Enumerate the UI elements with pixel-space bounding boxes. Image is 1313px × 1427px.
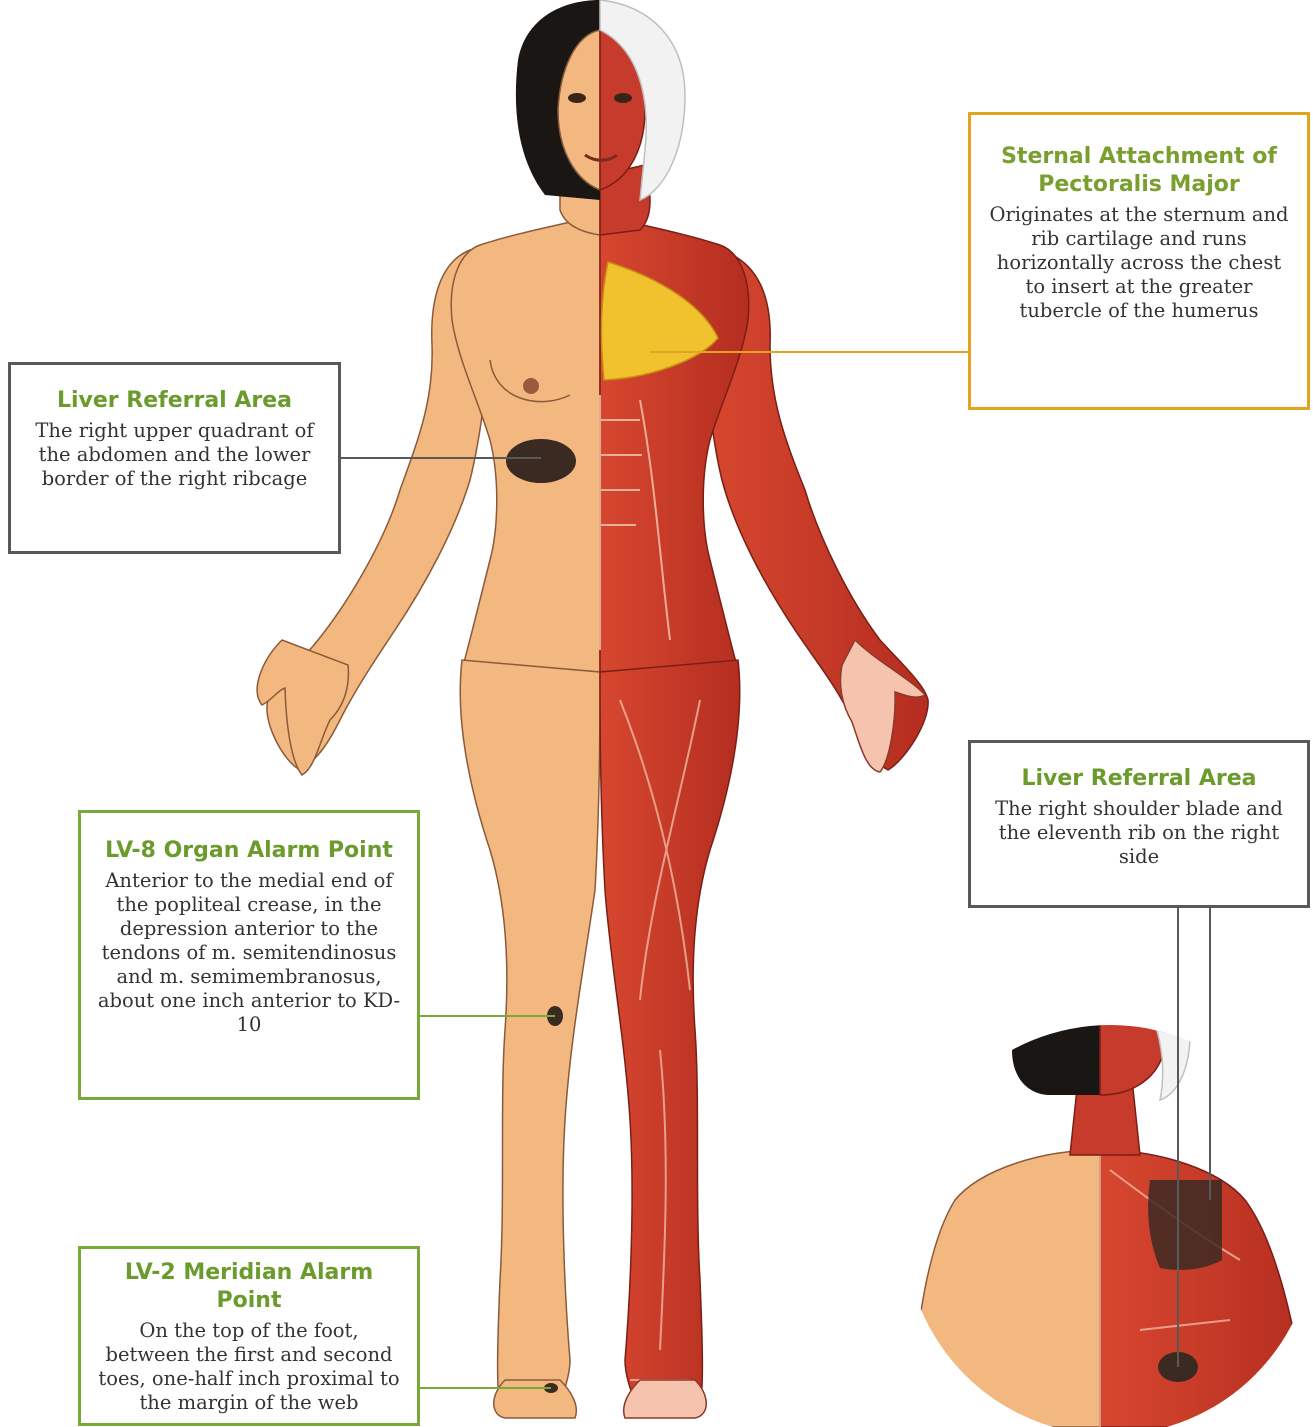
callout-body: Originates at the sternum and rib cartil… xyxy=(985,203,1293,323)
callout-liver-referral-back: Liver Referral Area The right shoulder b… xyxy=(968,740,1310,908)
left-foot xyxy=(624,1380,707,1418)
liver-referral-marker-front xyxy=(506,439,576,483)
callout-title: Liver Referral Area xyxy=(985,765,1293,793)
callout-body: On the top of the foot, between the firs… xyxy=(95,1319,403,1415)
left-leg-muscle xyxy=(600,660,740,1415)
callout-body: The right upper quadrant of the abdomen … xyxy=(25,419,324,491)
front-body-figure xyxy=(257,0,928,1418)
eye-left xyxy=(614,93,632,103)
callout-liver-referral-front: Liver Referral Area The right upper quad… xyxy=(8,362,341,554)
callout-sternal-attachment: Sternal Attachment of Pectoralis Major O… xyxy=(968,112,1310,410)
back-figure xyxy=(900,958,1313,1427)
callout-lv2-meridian-alarm-point: LV-2 Meridian Alarm Point On the top of … xyxy=(78,1246,420,1426)
back-hair xyxy=(1012,960,1100,1095)
callout-body: The right shoulder blade and the elevent… xyxy=(985,797,1293,869)
callout-title: Liver Referral Area xyxy=(25,387,324,415)
callout-title: LV-2 Meridian Alarm Point xyxy=(95,1259,403,1315)
callout-lv8-organ-alarm-point: LV-8 Organ Alarm Point Anterior to the m… xyxy=(78,810,420,1100)
callout-title: LV-8 Organ Alarm Point xyxy=(95,837,403,865)
right-foot xyxy=(494,1380,577,1418)
eye-right xyxy=(568,93,586,103)
right-leg-skin xyxy=(460,660,600,1415)
nipple xyxy=(523,378,539,394)
callout-body: Anterior to the medial end of the poplit… xyxy=(95,869,403,1037)
callout-title: Sternal Attachment of Pectoralis Major xyxy=(985,143,1293,199)
